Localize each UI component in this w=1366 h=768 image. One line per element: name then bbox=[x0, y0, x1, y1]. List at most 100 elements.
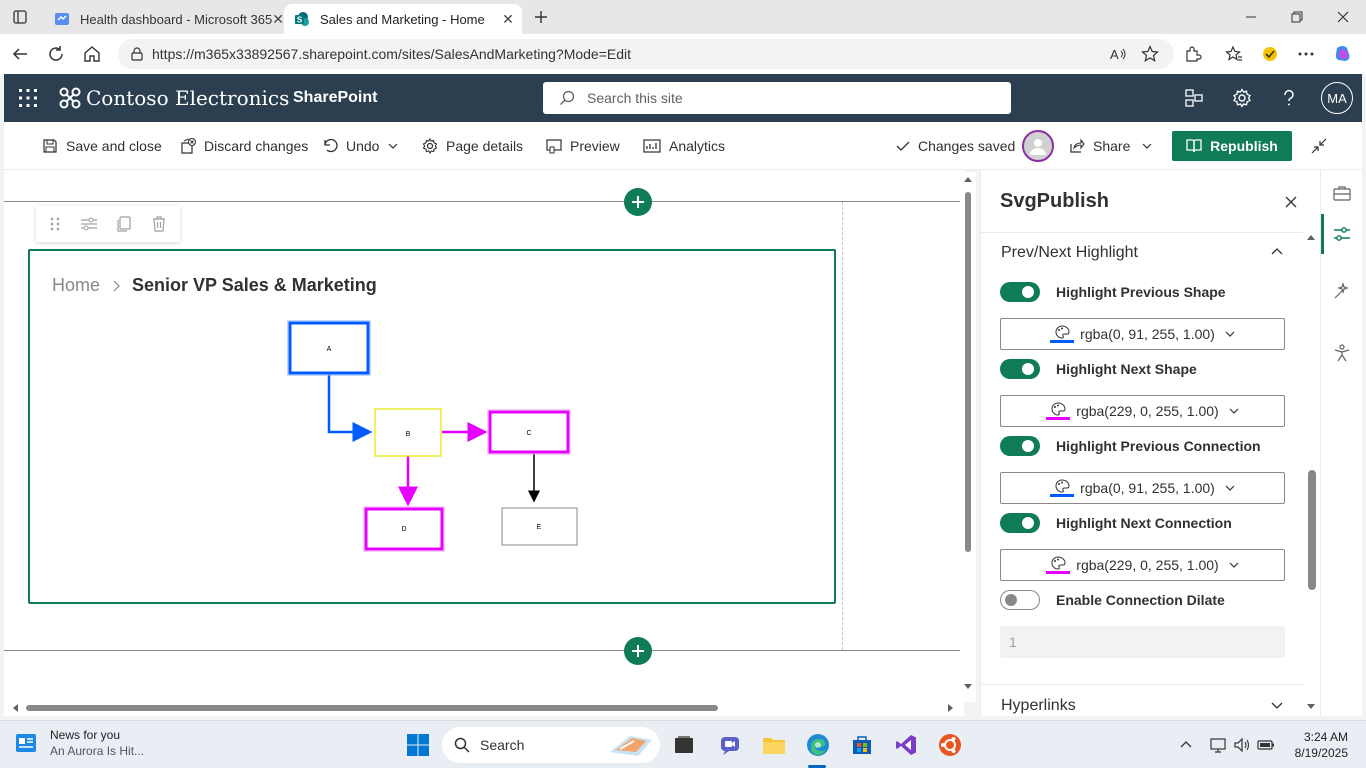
lock-icon[interactable] bbox=[130, 47, 144, 61]
accessibility-icon[interactable] bbox=[1331, 342, 1353, 364]
app-name[interactable]: SharePoint bbox=[293, 89, 378, 106]
connector-icon[interactable] bbox=[1182, 86, 1206, 110]
duplicate-icon[interactable] bbox=[116, 216, 132, 232]
app-launcher-icon[interactable] bbox=[16, 86, 40, 110]
browser-tab-health-dashboard[interactable]: Health dashboard - Microsoft 365 ✕ bbox=[44, 4, 284, 34]
close-tab-icon[interactable]: ✕ bbox=[502, 10, 514, 27]
toggle-connection-dilate[interactable] bbox=[1000, 590, 1040, 610]
add-section-plus-icon[interactable] bbox=[624, 188, 652, 216]
collapse-icon[interactable] bbox=[1310, 134, 1328, 158]
toolbox-icon[interactable] bbox=[1331, 182, 1353, 204]
dilate-value-input[interactable]: 1 bbox=[1000, 626, 1285, 658]
org-brand[interactable]: Contoso Electronics bbox=[58, 84, 289, 112]
user-avatar[interactable]: MA bbox=[1321, 82, 1353, 114]
volume-icon[interactable] bbox=[1232, 735, 1252, 755]
extensions-icon[interactable] bbox=[1182, 43, 1204, 65]
group-header-prev-next[interactable]: Prev/Next Highlight bbox=[1001, 244, 1138, 261]
design-sparkle-icon[interactable] bbox=[1331, 280, 1353, 302]
taskbar-search-box[interactable]: Search bbox=[442, 727, 660, 763]
copilot-icon[interactable] bbox=[1332, 43, 1354, 65]
browser-tab-sales-marketing[interactable]: S Sales and Marketing - Home ✕ bbox=[284, 4, 522, 34]
favorite-star-icon[interactable] bbox=[1139, 43, 1161, 65]
browser-essentials-icon[interactable] bbox=[1259, 43, 1281, 65]
svgpublish-webpart[interactable]: Home Senior VP Sales & Marketing A bbox=[28, 249, 836, 604]
chevron-down-icon bbox=[1229, 406, 1239, 416]
windows-start-icon[interactable] bbox=[404, 731, 432, 759]
breadcrumb-home-link[interactable]: Home bbox=[52, 275, 101, 295]
diagram-node-d[interactable]: D bbox=[363, 506, 445, 552]
ubuntu-icon[interactable] bbox=[936, 731, 964, 759]
canvas-vertical-scrollbar[interactable] bbox=[960, 172, 976, 702]
page-details-button[interactable]: Page details bbox=[422, 134, 523, 158]
diagram-node-c[interactable]: C bbox=[487, 409, 571, 455]
toggle-label: Highlight Next Shape bbox=[1056, 361, 1197, 377]
help-icon[interactable] bbox=[1277, 86, 1301, 110]
pane-scrollbar[interactable] bbox=[1304, 232, 1318, 712]
system-clock[interactable]: 3:24 AM 8/19/2025 bbox=[1290, 729, 1348, 761]
minimize-icon[interactable] bbox=[1228, 4, 1274, 30]
edge-browser-icon[interactable] bbox=[804, 731, 832, 759]
battery-icon[interactable] bbox=[1256, 735, 1276, 755]
close-window-icon[interactable] bbox=[1320, 4, 1366, 30]
chevron-up-icon[interactable] bbox=[1269, 244, 1285, 260]
refresh-icon[interactable] bbox=[42, 41, 70, 67]
color-picker-next-shape[interactable]: rgba(229, 0, 255, 1.00) bbox=[1000, 395, 1285, 427]
pane-scrollbar-thumb[interactable] bbox=[1308, 470, 1316, 590]
diagram-node-b[interactable]: B bbox=[374, 408, 442, 457]
home-icon[interactable] bbox=[78, 41, 106, 67]
favorites-icon[interactable] bbox=[1223, 43, 1245, 65]
back-icon[interactable] bbox=[6, 41, 34, 67]
diagram-node-e[interactable]: E bbox=[501, 507, 578, 546]
setting-highlight-next-shape: Highlight Next Shape bbox=[1000, 358, 1197, 380]
teams-chat-icon[interactable] bbox=[716, 731, 744, 759]
restore-icon[interactable] bbox=[1274, 4, 1320, 30]
discard-changes-button[interactable]: Discard changes bbox=[180, 134, 308, 158]
show-hidden-icons-chevron-icon[interactable] bbox=[1176, 735, 1196, 755]
add-section-plus-icon[interactable] bbox=[624, 637, 652, 665]
diagram-node-a[interactable]: A bbox=[287, 320, 371, 376]
republish-button[interactable]: Republish bbox=[1172, 131, 1292, 161]
visual-studio-icon[interactable] bbox=[892, 731, 920, 759]
task-view-icon[interactable] bbox=[670, 731, 698, 759]
toggle-highlight-next-shape[interactable] bbox=[1000, 359, 1040, 379]
toggle-highlight-next-connection[interactable] bbox=[1000, 513, 1040, 533]
read-aloud-icon[interactable]: A bbox=[1107, 43, 1129, 65]
tab-actions-icon[interactable] bbox=[6, 4, 34, 30]
canvas-horizontal-scrollbar[interactable] bbox=[4, 700, 964, 716]
close-pane-icon[interactable] bbox=[1281, 192, 1301, 212]
edit-properties-icon[interactable] bbox=[80, 216, 98, 232]
site-search-input[interactable]: Search this site bbox=[543, 82, 1011, 114]
analytics-button[interactable]: Analytics bbox=[643, 134, 725, 158]
breadcrumb: Home Senior VP Sales & Marketing bbox=[52, 275, 377, 296]
network-icon[interactable] bbox=[1208, 735, 1228, 755]
save-and-close-button[interactable]: Save and close bbox=[42, 134, 162, 158]
toggle-highlight-previous-connection[interactable] bbox=[1000, 436, 1040, 456]
undo-button[interactable]: Undo bbox=[322, 134, 379, 158]
close-tab-icon[interactable]: ✕ bbox=[272, 10, 284, 27]
undo-dropdown[interactable] bbox=[388, 134, 406, 158]
more-options-icon[interactable] bbox=[1295, 43, 1317, 65]
news-widget[interactable]: News for you An Aurora Is Hit... bbox=[14, 727, 144, 759]
preview-button[interactable]: Preview bbox=[546, 134, 620, 158]
active-app-indicator bbox=[808, 765, 826, 768]
property-pane: SvgPublish Prev/Next Highlight Highlight… bbox=[980, 170, 1320, 716]
group-header-hyperlinks[interactable]: Hyperlinks bbox=[1001, 697, 1076, 714]
coauthor-avatar[interactable] bbox=[1022, 130, 1054, 162]
delete-trash-icon[interactable] bbox=[151, 216, 167, 232]
chevron-down-icon[interactable] bbox=[1269, 697, 1285, 713]
diagram-edge-a-b[interactable] bbox=[327, 372, 373, 442]
toggle-highlight-previous-shape[interactable] bbox=[1000, 282, 1040, 302]
microsoft-store-icon[interactable] bbox=[848, 731, 876, 759]
url-field[interactable]: https://m365x33892567.sharepoint.com/sit… bbox=[118, 39, 1174, 69]
rail-active-indicator bbox=[1321, 214, 1324, 254]
settings-gear-icon[interactable] bbox=[1230, 86, 1254, 110]
properties-sliders-icon[interactable] bbox=[1331, 223, 1353, 245]
file-explorer-icon[interactable] bbox=[760, 731, 788, 759]
drag-handle-icon[interactable] bbox=[49, 216, 61, 232]
color-picker-previous-shape[interactable]: rgba(0, 91, 255, 1.00) bbox=[1000, 318, 1285, 350]
new-tab-icon[interactable] bbox=[527, 4, 555, 30]
color-picker-previous-connection[interactable]: rgba(0, 91, 255, 1.00) bbox=[1000, 472, 1285, 504]
swatch-bar bbox=[1046, 571, 1071, 574]
share-button[interactable]: Share bbox=[1069, 134, 1152, 158]
color-picker-next-connection[interactable]: rgba(229, 0, 255, 1.00) bbox=[1000, 549, 1285, 581]
